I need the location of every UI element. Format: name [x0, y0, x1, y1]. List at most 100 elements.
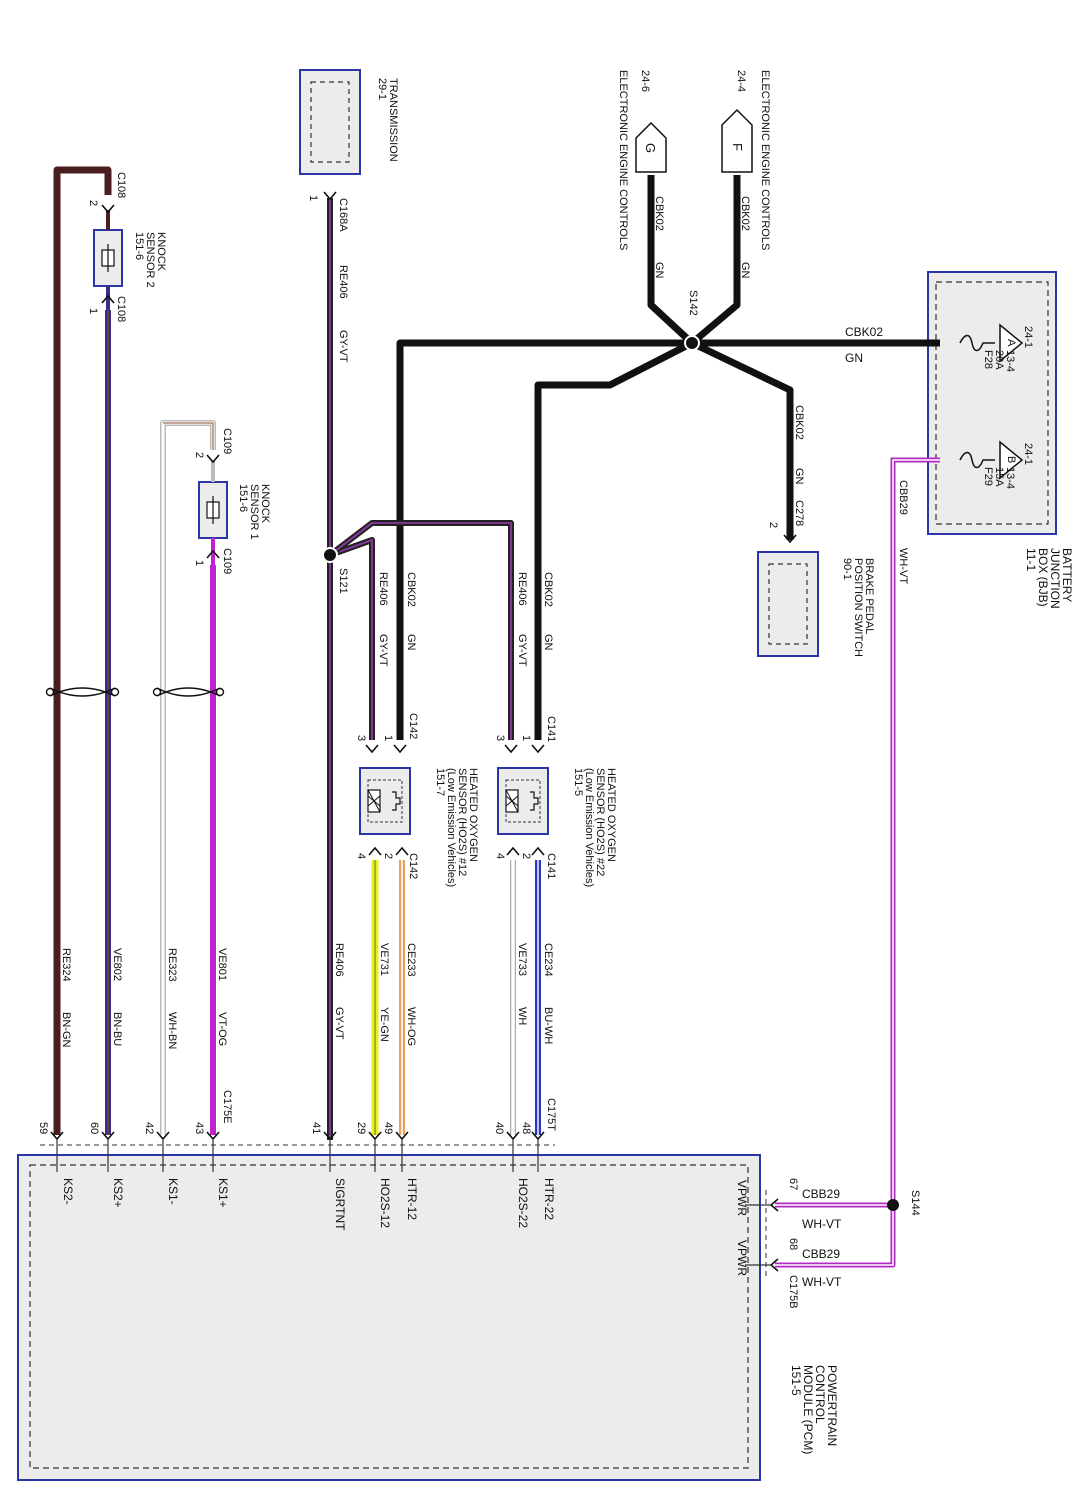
pcm-pin-40: 40: [493, 1122, 505, 1134]
eec-g-label: ELECTRONIC ENGINE CONTROLS: [617, 70, 629, 250]
ho2s-12-label: HEATED OXYGEN SENSOR (HO2S) #12 (Low Emi…: [434, 768, 479, 890]
pcm-pin-60: 60: [88, 1122, 100, 1134]
pcm-pin-ks2p: KS2+: [111, 1178, 125, 1208]
wire-label-gn-g: GN: [653, 262, 665, 279]
wire-label-bngn: BN-GN: [60, 1012, 72, 1048]
connector-c142-bottom: C142: [407, 853, 419, 879]
pcm-label: POWERTRAIN CONTROL MODULE (PCM) 151-5: [789, 1365, 839, 1458]
splice-s144-label: S144: [909, 1190, 921, 1216]
ho2s-22-label: HEATED OXYGEN SENSOR (HO2S) #22 (Low Emi…: [572, 768, 617, 890]
wire-label-cbk02-12: CBK02: [405, 572, 417, 607]
fuse-a-label: F28 20A 13-4: [982, 350, 1016, 372]
bjb-label: BATTERY JUNCTION BOX (BJB) 11-1: [1024, 548, 1074, 612]
wire-cbk02-ho2s22: [534, 339, 694, 740]
wire-label-gyvt-top: GY-VT: [337, 330, 349, 363]
wire-label-re323: RE323: [166, 948, 178, 982]
connector-c142-top: C142: [407, 713, 419, 739]
wire-cbk02-eec-f: [689, 175, 741, 346]
pcm-pin-vpwr-67: VPWR: [735, 1180, 749, 1216]
pcm-pin-htr12: HTR-12: [405, 1178, 419, 1220]
wire-label-whog: WH-OG: [405, 1007, 417, 1046]
pin-12-4: 4: [355, 853, 367, 859]
ho2s-22-symbol: [497, 767, 549, 835]
wire-label-buwh: BU-WH: [542, 1007, 554, 1044]
wire-label-ve801: VE801: [216, 948, 228, 981]
splice-s121-label: S121: [337, 568, 349, 594]
connector-c175t: C175T: [545, 1098, 557, 1131]
wire-re406-ho2s22: [328, 520, 514, 740]
transmission-box: [299, 69, 361, 175]
wire-label-vtog: VT-OG: [216, 1012, 228, 1046]
twist-mark-ks2: [45, 687, 120, 697]
connector-c175b: C175B: [787, 1275, 799, 1309]
wire-label-re406-bottom: RE406: [333, 943, 345, 977]
pin-ks1-2: 2: [193, 452, 205, 458]
wire-cbk02-brake: [690, 339, 794, 540]
wire-label-gn-f: GN: [739, 262, 751, 279]
knock-sensor-1-symbol: [198, 460, 228, 565]
brake-switch-box: [757, 551, 819, 657]
wire-label-cbk02-bjb: CBK02: [845, 325, 883, 339]
wire-label-ce233: CE233: [405, 943, 417, 977]
pin-ks2-1: 1: [87, 308, 99, 314]
pin-ks1-1: 1: [193, 560, 205, 566]
pcm-pin-59: 59: [37, 1122, 49, 1134]
fuse-f29: [959, 440, 1024, 480]
eec-g-connector: [635, 121, 667, 173]
pin-ks2-2: 2: [87, 200, 99, 206]
fuse-a-letter: A: [1005, 339, 1017, 347]
wire-label-gn-22: GN: [542, 634, 554, 651]
connector-chevrons: [50, 191, 797, 1272]
pcm-pin-29: 29: [355, 1122, 367, 1134]
connector-c141-top: C141: [545, 716, 557, 742]
wire-label-wh: WH: [516, 1007, 528, 1025]
pin-68: 68: [787, 1238, 799, 1250]
splice-s121: [322, 547, 338, 563]
connector-c109-bottom: C109: [221, 548, 233, 574]
connector-c175e: C175E: [221, 1090, 233, 1124]
transmission-label: TRANSMISSION 29-1: [376, 78, 399, 165]
pcm-pin-ho2s22: HO2S-22: [516, 1178, 530, 1228]
pin-22-4: 4: [494, 853, 506, 859]
wire-label-gyvt-12: GY-VT: [377, 634, 389, 667]
fuse-b-letter: B: [1005, 456, 1017, 463]
fuse-b-label: F29 15A 13-4: [982, 467, 1016, 489]
knock-sensor-2-symbol: [93, 210, 123, 310]
knock-sensor-1-label: KNOCK SENSOR 1 151-6: [237, 484, 271, 543]
wire-label-re324: RE324: [60, 948, 72, 982]
pin-c278: 2: [767, 522, 779, 528]
connector-c109-top: C109: [221, 428, 233, 454]
splice-s142: [684, 335, 700, 351]
wire-label-ce234: CE234: [542, 943, 554, 977]
wire-label-gyvt-22: GY-VT: [516, 634, 528, 667]
wire-cbk02-eec-g: [647, 175, 695, 346]
wire-label-ve802: VE802: [111, 948, 123, 981]
pcm-pin-ks2n: KS2-: [61, 1178, 75, 1205]
pcm-pin-49: 49: [382, 1122, 394, 1134]
pin-22-3: 3: [494, 735, 506, 741]
connector-c168a: C168A: [337, 198, 349, 232]
wire-label-gn-brake: GN: [793, 468, 805, 485]
connector-c108-bottom: C108: [115, 296, 127, 322]
pin-transmission: 1: [307, 195, 319, 201]
wire-re406-ho2s12: [328, 537, 375, 740]
wire-label-whvt-68: WH-VT: [802, 1275, 842, 1289]
eec-g-letter: G: [643, 143, 658, 153]
wire-label-cbb29: CBB29: [897, 480, 909, 515]
twist-mark-ks1: [152, 687, 225, 697]
wire-label-cbb29-68: CBB29: [802, 1247, 840, 1261]
fuse-a-ref: 24-1: [1022, 326, 1034, 348]
wire-label-cbb29-67: CBB29: [802, 1187, 840, 1201]
pcm-pin-htr22: HTR-22: [542, 1178, 556, 1220]
pcm-pin-41: 41: [310, 1122, 322, 1134]
wire-label-cbk02-22: CBK02: [542, 572, 554, 607]
pin-12-3: 3: [355, 735, 367, 741]
wire-label-yegn: YE-GN: [378, 1007, 390, 1042]
eec-f-label: ELECTRONIC ENGINE CONTROLS: [759, 70, 771, 250]
wire-cbk02-ho2s12: [396, 339, 692, 740]
pcm-pin-42: 42: [143, 1122, 155, 1134]
pcm-pin-sigrtn: SIGRTNT: [333, 1178, 347, 1231]
connector-c108-top: C108: [115, 172, 127, 198]
fuse-b-ref: 24-1: [1022, 443, 1034, 465]
